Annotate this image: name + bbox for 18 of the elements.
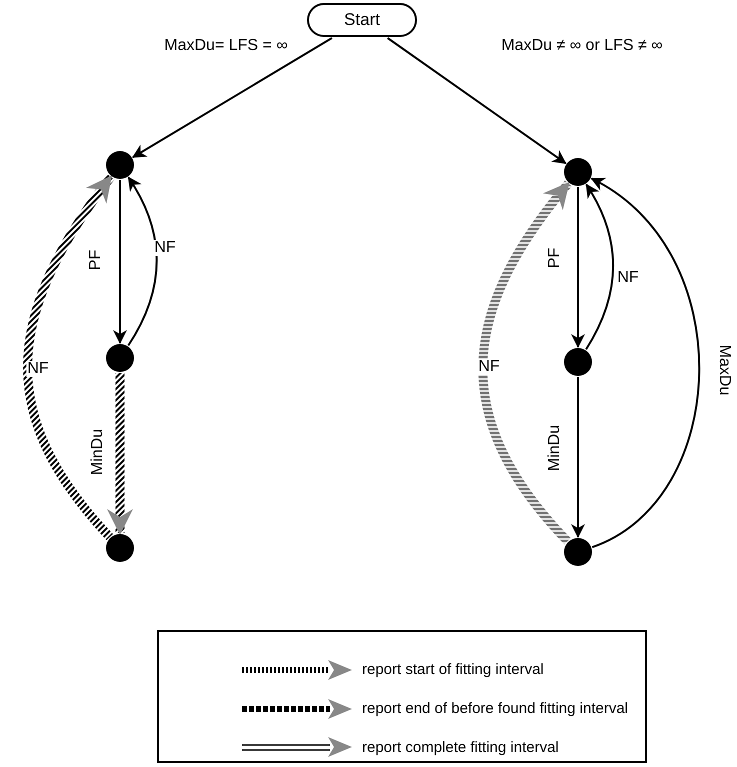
edge-label: NF (477, 359, 501, 375)
legend-text: report start of fitting interval (362, 662, 544, 677)
legend-text: report complete fitting interval (362, 740, 559, 755)
hatched-arrow (107, 373, 133, 535)
arrow (132, 37, 332, 158)
hatched-arrow (23, 174, 114, 540)
arrow (571, 377, 585, 538)
arrow (571, 187, 585, 348)
arrow (127, 176, 158, 346)
hatched-arrow (478, 180, 572, 544)
arrow (585, 184, 614, 350)
arrow (590, 178, 700, 548)
edge-label: NF (26, 361, 50, 377)
arrow (113, 180, 127, 344)
arrow (387, 37, 567, 164)
legend-text: report end of before found fitting interval (362, 701, 628, 716)
start-terminal: Start (307, 3, 417, 37)
edge-label: NF (153, 240, 177, 256)
